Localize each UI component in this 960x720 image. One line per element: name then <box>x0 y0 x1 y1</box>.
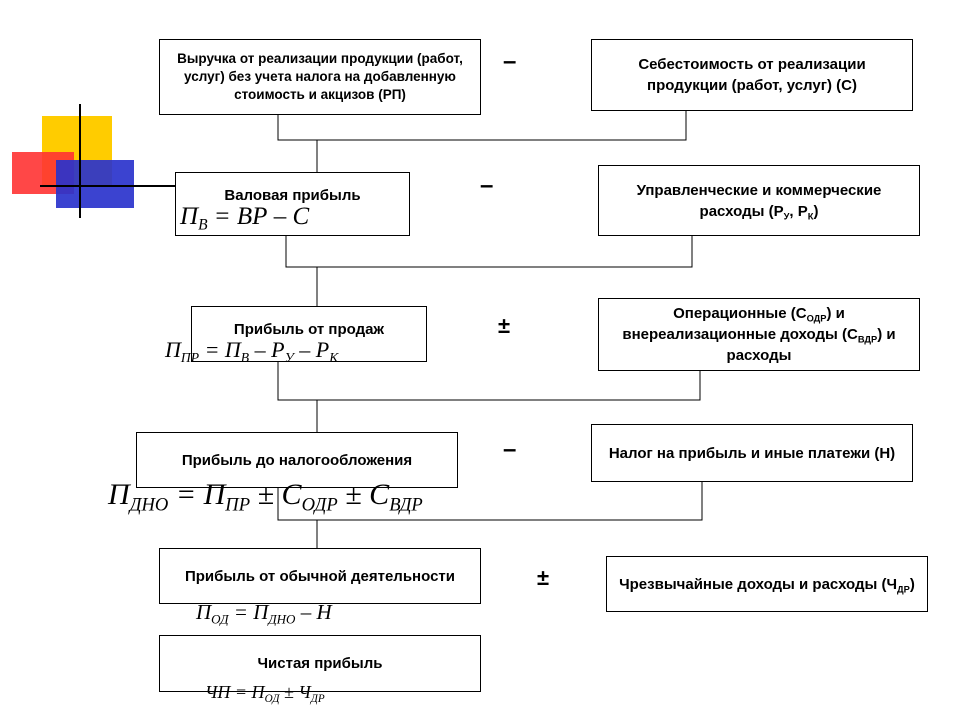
box-cost: Себестоимость от реализации продукции (р… <box>591 39 913 111</box>
box-gross-profit: Валовая прибыль <box>175 172 410 236</box>
box-sales-profit-label: Прибыль от продаж <box>233 321 385 338</box>
box-extraordinary-label: Чрезвычайные доходы и расходы (ЧДР) <box>619 575 915 594</box>
formula-sales-profit: ППР = ПВ – РУ – РК <box>165 337 339 365</box>
box-management-expenses-label: Управленческие и коммерческие расходы (Р… <box>636 181 882 221</box>
box-sales-profit: Прибыль от продаж <box>191 306 427 362</box>
formula-ordinary-profit: ПОД = ПДНО – Н <box>196 600 332 627</box>
box-revenue: Выручка от реализации продукции (работ, … <box>159 39 481 115</box>
formula-gross-profit: ПВ = ВР – С <box>180 203 310 234</box>
box-management-expenses: Управленческие и коммерческие расходы (Р… <box>598 165 920 236</box>
box-income-tax: Налог на прибыль и иные платежи (Н) <box>591 424 913 482</box>
operator-minus-1: – <box>503 48 517 75</box>
box-operating-income: Операционные (СОДР) и внереализационные … <box>598 298 920 371</box>
box-income-tax-label: Налог на прибыль и иные платежи (Н) <box>608 444 896 462</box>
operator-minus-2: – <box>480 172 494 199</box>
operator-plusminus-2: ± <box>537 565 550 590</box>
operator-minus-3: – <box>503 436 517 463</box>
box-ordinary-profit: Прибыль от обычной деятельности <box>159 548 481 604</box>
decor-blue-square <box>56 160 134 208</box>
box-pretax-profit-label: Прибыль до налогообложения <box>181 451 413 469</box>
box-cost-label: Себестоимость от реализации продукции (р… <box>638 56 866 94</box>
formula-net-profit: ЧП = ПОД ± ЧДР <box>205 682 325 705</box>
operator-plusminus-1: ± <box>498 313 511 338</box>
formula-pretax-profit: ПДНО = ППР ± СОДР ± СВДР <box>108 478 423 516</box>
box-revenue-label: Выручка от реализации продукции (работ, … <box>177 50 463 103</box>
box-gross-profit-label: Валовая прибыль <box>224 187 361 204</box>
box-net-profit: Чистая прибыль <box>159 635 481 692</box>
box-ordinary-profit-label: Прибыль от обычной деятельности <box>184 567 455 585</box>
box-operating-income-label: Операционные (СОДР) и внереализационные … <box>622 305 896 364</box>
box-extraordinary: Чрезвычайные доходы и расходы (ЧДР) <box>606 556 928 612</box>
box-pretax-profit: Прибыль до налогообложения <box>136 432 458 488</box>
box-net-profit-label: Чистая прибыль <box>257 655 383 672</box>
